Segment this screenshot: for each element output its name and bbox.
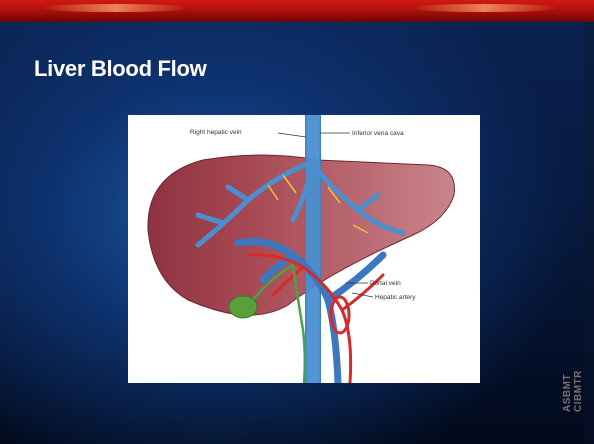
gallbladder: [229, 296, 257, 318]
banner-swoosh-left: [40, 4, 190, 12]
liver-shape: [148, 155, 455, 315]
asbmt-cibmtr-logo: ASBMT CIBMTR: [562, 340, 590, 412]
label-inferior-vena-cava: Inferior vena cava: [352, 130, 404, 137]
label-right-hepatic-vein: Right hepatic vein: [190, 129, 242, 136]
label-hepatic-artery: Hepatic artery: [375, 294, 416, 301]
logo-text: ASBMT CIBMTR: [562, 340, 590, 412]
label-portal-vein: Portal vein: [370, 280, 401, 287]
slide-title: Liver Blood Flow: [34, 56, 206, 82]
liver-diagram: Right hepatic vein Inferior vena cava Po…: [128, 115, 480, 383]
liver-blood-flow-illustration: Right hepatic vein Inferior vena cava Po…: [128, 115, 480, 383]
top-banner: [0, 0, 594, 22]
banner-swoosh-right: [410, 4, 560, 12]
